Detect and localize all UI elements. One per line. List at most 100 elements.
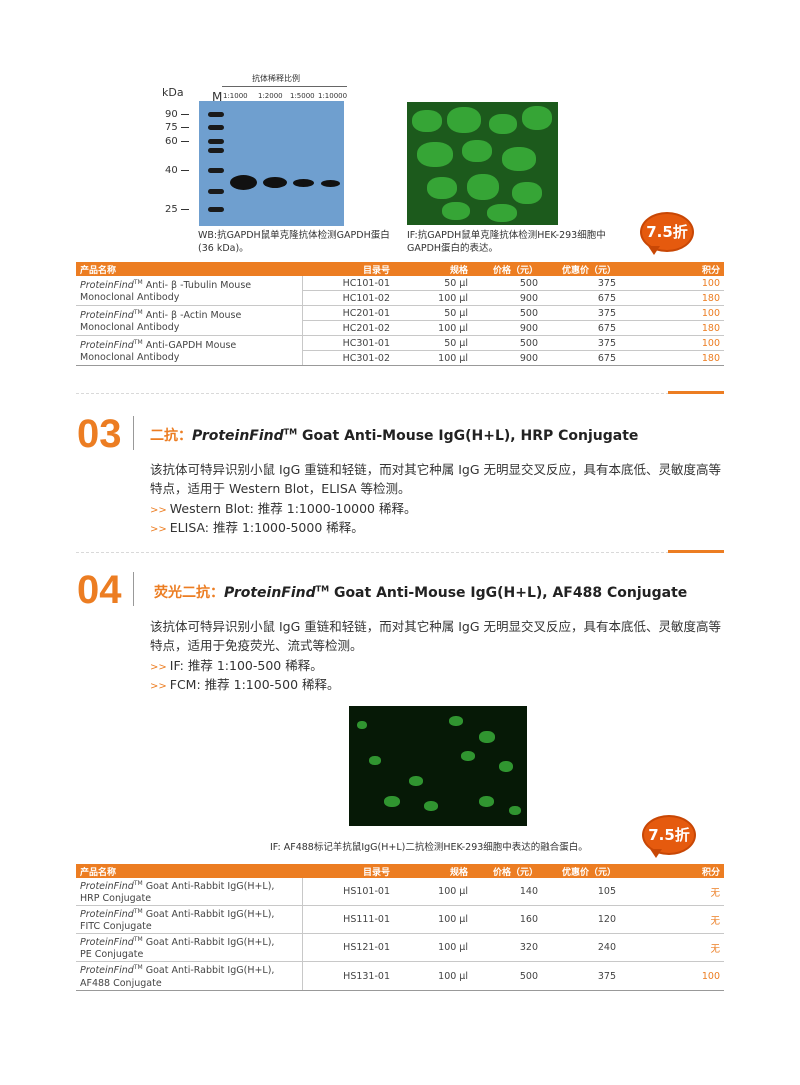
col-header-name: 产品名称 — [76, 262, 302, 276]
price: 900 — [472, 290, 542, 306]
price: 320 — [472, 933, 542, 963]
points: 100 — [620, 335, 724, 351]
price: 500 — [472, 276, 542, 291]
cell — [512, 182, 542, 204]
discount-price: 675 — [542, 320, 620, 336]
wb-dilution-label: 1:1000 — [223, 92, 248, 100]
wb-dilution-label: 1:5000 — [290, 92, 315, 100]
cell — [467, 174, 499, 200]
wb-marker-label: M — [212, 90, 223, 104]
ladder-band — [208, 148, 224, 153]
cell — [424, 801, 438, 811]
discount-badge-text: 7.5折 — [646, 223, 688, 241]
product-table-secondary: 产品名称 目录号 规格 价格（元） 优惠价（元） 积分 ProteinFindT… — [76, 864, 724, 991]
points: 180 — [620, 350, 724, 366]
wb-dilution-label: 1:10000 — [318, 92, 348, 100]
points: 100 — [620, 305, 724, 321]
if-image-hek293 — [407, 102, 558, 225]
ladder-band — [208, 139, 224, 144]
cell — [461, 751, 475, 761]
size: 100 μl — [394, 320, 472, 336]
points: 100 — [620, 276, 724, 291]
catalog-number: HC301-02 — [302, 350, 394, 366]
discount-price: 105 — [542, 878, 620, 907]
col-header-points: 积分 — [620, 864, 724, 878]
cell — [417, 142, 453, 167]
ladder-band — [208, 125, 224, 130]
price: 160 — [472, 905, 542, 935]
wb-mw-marker: 75 — [165, 122, 195, 133]
discount-price: 240 — [542, 933, 620, 963]
table-row: HC301-02 100 μl 900 675 180 — [76, 350, 724, 366]
product-name: ProteinFindTM Goat Anti-Rabbit IgG(H+L),… — [76, 933, 303, 963]
ladder-band — [208, 112, 224, 117]
cell — [427, 177, 457, 199]
sample-band — [263, 177, 287, 188]
section-number: 03 — [77, 412, 122, 456]
if-image-af488 — [349, 706, 527, 826]
section-description: 该抗体可特异识别小鼠 IgG 重链和轻链，而对其它种属 IgG 无明显交叉反应，… — [150, 462, 722, 496]
section-divider — [76, 393, 724, 394]
table-row: HC201-02 100 μl 900 675 180 — [76, 320, 724, 336]
discount-price: 375 — [542, 335, 620, 351]
col-header-catalog: 目录号 — [302, 262, 394, 276]
wb-mw-marker: 25 — [165, 204, 195, 215]
wb-mw-marker: 90 — [165, 109, 195, 120]
table-row: HC101-02 100 μl 900 675 180 — [76, 290, 724, 306]
discount-price: 375 — [542, 961, 620, 991]
col-header-catalog: 目录号 — [302, 864, 394, 878]
size: 100 μl — [394, 878, 472, 907]
size: 100 μl — [394, 905, 472, 935]
points: 无 — [620, 933, 724, 963]
catalog-number: HS111-01 — [302, 905, 394, 935]
section-divider-accent — [668, 550, 724, 553]
cell — [357, 721, 367, 729]
col-header-points: 积分 — [620, 262, 724, 276]
wb-dilution-label: 1:2000 — [258, 92, 283, 100]
cell — [449, 716, 463, 726]
price: 900 — [472, 350, 542, 366]
catalog-number: HS101-01 — [302, 878, 394, 907]
discount-price: 375 — [542, 305, 620, 321]
col-header-name: 产品名称 — [76, 864, 302, 878]
sample-band — [321, 180, 340, 187]
catalog-number: HS121-01 — [302, 933, 394, 963]
cell — [409, 776, 423, 786]
catalog-number: HC201-01 — [302, 305, 394, 321]
section-number: 04 — [77, 568, 122, 612]
if1-caption: IF:抗GAPDH鼠单克隆抗体检测HEK-293细胞中GAPDH蛋白的表达。 — [407, 230, 606, 254]
product-table-primary: 产品名称 目录号 规格 价格（元） 优惠价（元） 积分 ProteinFindT… — [76, 262, 724, 366]
points: 100 — [620, 961, 724, 991]
catalog-number: HC301-01 — [302, 335, 394, 351]
price: 140 — [472, 878, 542, 907]
cell — [447, 107, 481, 133]
product-name: ProteinFindTM Goat Anti-Rabbit IgG(H+L),… — [76, 961, 303, 991]
western-blot-image — [199, 101, 344, 226]
catalog-number: HC101-02 — [302, 290, 394, 306]
cell — [489, 114, 517, 134]
col-header-size: 规格 — [394, 262, 472, 276]
discount-badge-text: 7.5折 — [648, 826, 690, 844]
section-divider — [76, 552, 724, 553]
table-row: ProteinFindTM Goat Anti-Rabbit IgG(H+L),… — [76, 933, 724, 963]
price: 500 — [472, 305, 542, 321]
section-title: 二抗：ProteinFindTM Goat Anti-Mouse IgG(H+L… — [150, 427, 639, 444]
discount-price: 675 — [542, 290, 620, 306]
section-separator — [133, 416, 134, 450]
section-separator — [133, 572, 134, 606]
discount-badge: 7.5折 — [640, 212, 694, 255]
wb-caption: WB:抗GAPDH鼠单克隆抗体检测GAPDH蛋白(36 kDa)。 — [198, 230, 390, 254]
section-divider-accent — [668, 391, 724, 394]
section-title: 荧光二抗：ProteinFindTM Goat Anti-Mouse IgG(H… — [154, 584, 688, 601]
catalog-number: HC201-02 — [302, 320, 394, 336]
table-row: ProteinFindTM Goat Anti-Rabbit IgG(H+L),… — [76, 878, 724, 907]
sample-band — [230, 175, 257, 190]
size: 100 μl — [394, 961, 472, 991]
col-header-discount-price: 优惠价（元） — [542, 262, 620, 276]
size: 50 μl — [394, 305, 472, 321]
usage-item: >>ELISA: 推荐 1:1000-5000 稀释。 — [150, 520, 364, 535]
